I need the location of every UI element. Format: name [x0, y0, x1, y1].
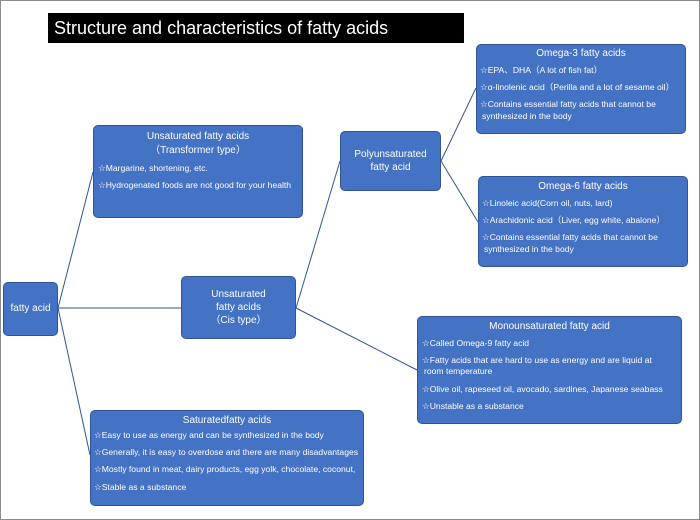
node-saturated-item: ☆Easy to use as energy and can be synthe…: [94, 429, 324, 440]
node-trans-title: Unsaturated fatty acids: [146, 131, 250, 142]
link-fatty-acid-saturated: [57, 307, 91, 456]
node-omega6-item: synthesized in the body: [484, 243, 574, 254]
node-fatty-acid-label: fatty acid: [10, 303, 51, 315]
node-omega-3: Omega-3 fatty acids ☆EPA、DHA（A lot of fi…: [476, 44, 686, 134]
node-trans-subtitle: （Transformer type）: [150, 144, 246, 156]
node-cis-line: （Cis type）: [210, 315, 267, 327]
link-fatty-acid-trans: [57, 171, 94, 309]
diagram-title: Structure and characteristics of fatty a…: [48, 13, 464, 43]
link-poly-omega6: [440, 160, 479, 223]
link-cis-mono: [295, 307, 418, 371]
node-poly-line: fatty acid: [370, 162, 411, 173]
node-trans-fatty-acids: Unsaturated fatty acids （Transformer typ…: [93, 125, 303, 218]
node-omega3-item: synthesized in the body: [482, 110, 572, 121]
node-omega3-title: Omega-3 fatty acids: [536, 48, 626, 59]
link-poly-omega3: [440, 87, 477, 162]
node-mono-item: ☆Unstable as a substance: [422, 400, 524, 411]
node-saturated-title: Saturatedfatty acids: [182, 415, 272, 426]
node-cis-line: fatty acids: [215, 301, 262, 313]
node-saturated-item: ☆Mostly found in meat, dairy products, e…: [94, 464, 356, 475]
node-cis-fatty-acids: Unsaturated fatty acids （Cis type）: [181, 276, 296, 339]
node-mono-item: ☆Called Omega-9 fatty acid: [422, 337, 530, 348]
node-omega6-item: ☆Linoleic acid(Corn oil, nuts, lard): [482, 197, 613, 208]
node-saturated-item: ☆Generally, it is easy to overdose and t…: [94, 446, 359, 457]
node-omega3-item: ☆Contains essential fatty acids that can…: [480, 99, 656, 110]
node-omega3-item: ☆α-linolenic acid（Perilla and a lot of s…: [480, 81, 675, 92]
node-omega6-title: Omega-6 fatty acids: [538, 181, 628, 192]
node-omega6-item: ☆Contains essential fatty acids that can…: [482, 232, 658, 243]
node-mono-item: room temperature: [424, 366, 493, 377]
node-saturated-item: ☆Stable as a substance: [94, 481, 187, 492]
node-saturated-fatty-acids: Saturatedfatty acids ☆Easy to use as ene…: [90, 410, 364, 506]
node-mono-item: ☆Olive oil, rapeseed oil, avocado, sardi…: [422, 383, 663, 394]
node-omega6-item: ☆Arachidonic acid（Liver, egg white, abal…: [482, 214, 666, 225]
node-cis-line: Unsaturated: [211, 288, 266, 300]
node-poly-line: Polyunsaturated: [354, 148, 427, 160]
node-omega-6: Omega-6 fatty acids ☆Linoleic acid(Corn …: [478, 176, 688, 267]
node-trans-item: ☆Hydrogenated foods are not good for you…: [98, 180, 292, 191]
node-mono-title: Monounsaturated fatty acid: [489, 321, 610, 332]
link-cis-poly: [295, 160, 341, 309]
node-polyunsaturated-fatty-acid: Polyunsaturated fatty acid: [340, 131, 441, 191]
node-omega3-item: ☆EPA、DHA（A lot of fish fat）: [480, 64, 603, 75]
node-trans-item: ☆Margarine, shortening, etc.: [98, 163, 208, 173]
node-fatty-acid: fatty acid: [3, 282, 58, 336]
node-mono-item: ☆Fatty acids that are hard to use as ene…: [422, 354, 652, 365]
node-monounsaturated-fatty-acid: Monounsaturated fatty acid ☆Called Omega…: [417, 316, 682, 424]
